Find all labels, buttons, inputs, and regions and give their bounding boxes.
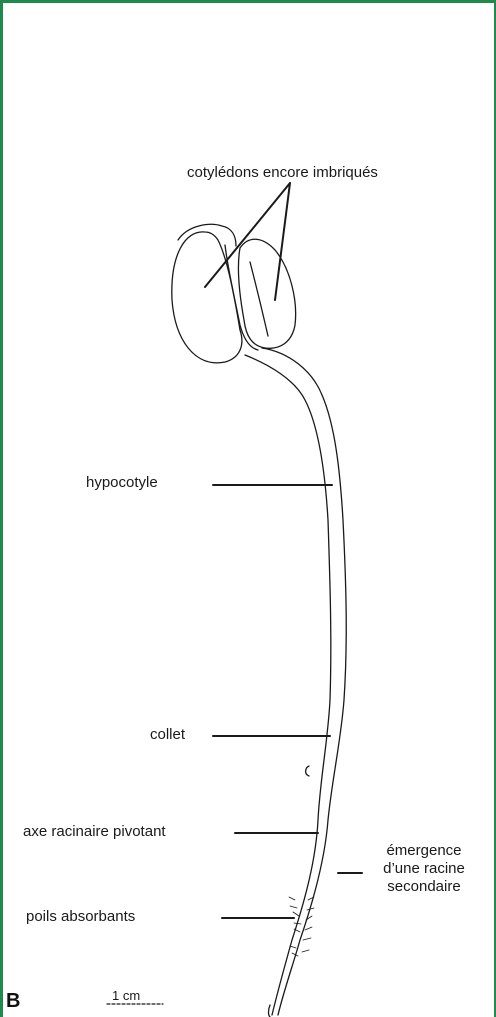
cotyledon-left-outline	[178, 224, 236, 246]
label-hypocotyl: hypocotyle	[86, 474, 158, 492]
label-secondary-root-line1: émergence	[364, 842, 484, 860]
leader-line-cotyledon-left	[205, 183, 290, 287]
label-taproot: axe racinaire pivotant	[23, 823, 166, 841]
scale-bar-label: 1 cm	[112, 988, 140, 1003]
hypocotyl-left-edge	[245, 355, 331, 1015]
label-secondary-root: émergence d’une racine secondaire	[364, 842, 484, 896]
cotyledon-right-midrib	[250, 262, 268, 336]
label-secondary-root-line3: secondaire	[364, 878, 484, 896]
secondary-root-stub	[306, 766, 309, 776]
label-collar: collet	[150, 726, 185, 744]
label-root-hairs: poils absorbants	[26, 908, 135, 926]
root-tip	[269, 1005, 271, 1017]
panel-letter: B	[6, 990, 20, 1013]
hypocotyl-right-edge	[262, 348, 346, 1015]
cotyledon-left	[172, 232, 242, 363]
label-cotyledons: cotylédons encore imbriqués	[187, 164, 378, 182]
leader-line-cotyledon-right	[275, 183, 290, 300]
label-secondary-root-line2: d’une racine	[364, 860, 484, 878]
